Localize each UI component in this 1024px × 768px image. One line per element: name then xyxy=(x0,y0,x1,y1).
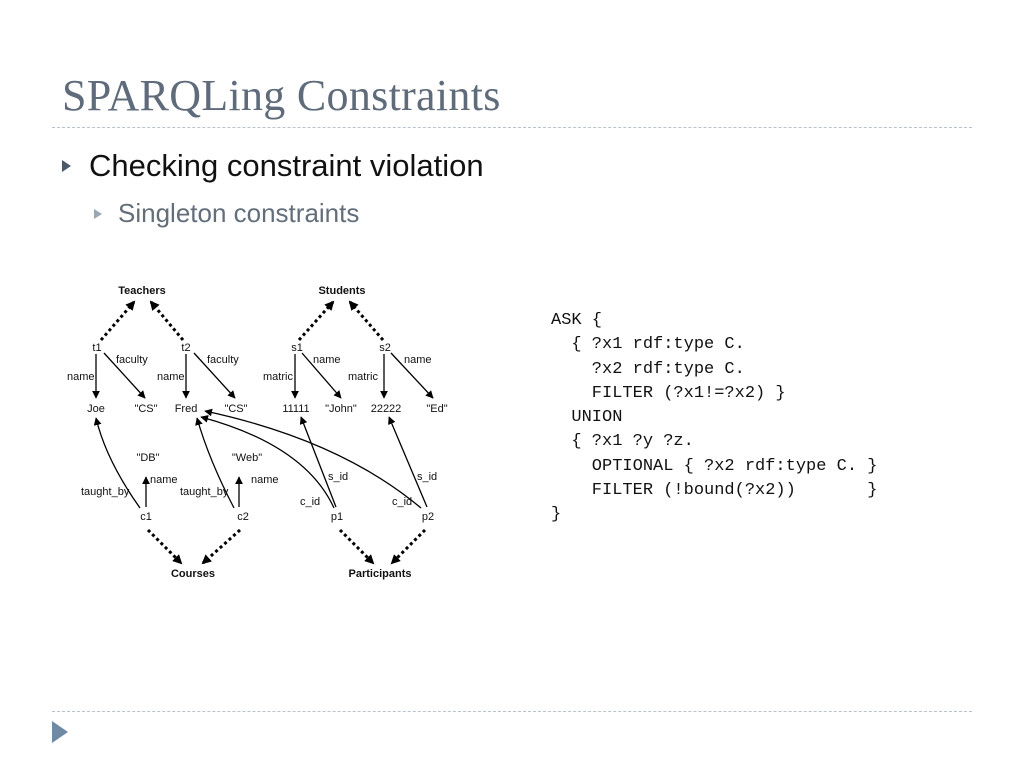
bullet-triangle-icon xyxy=(62,160,71,172)
node-11111: 11111 xyxy=(282,403,309,415)
type-edges xyxy=(99,300,427,565)
node-web: "Web" xyxy=(232,452,262,464)
edge-label-t1-name: name xyxy=(67,371,95,383)
node-john: "John" xyxy=(325,403,357,415)
edge-label-t2-name: name xyxy=(157,371,185,383)
next-slide-arrow-icon[interactable] xyxy=(52,721,68,743)
bullet-level-2: Singleton constraints xyxy=(94,198,359,229)
title-divider xyxy=(52,127,972,128)
code-line: { ?x1 rdf:type C. xyxy=(551,335,745,355)
property-edges xyxy=(92,352,434,509)
edge-label-p1-s-id: s_id xyxy=(328,471,348,483)
bullet-text-singleton: Singleton constraints xyxy=(118,198,360,228)
slide-title: SPARQLing Constraints xyxy=(62,71,501,120)
code-line: OPTIONAL { ?x2 rdf:type C. } xyxy=(551,456,878,476)
edge-label-s1-matric: matric xyxy=(263,371,293,383)
node-participants: Participants xyxy=(349,568,412,580)
sparql-query-code: ASK { { ?x1 rdf:type C. ?x2 rdf:type C. … xyxy=(551,309,877,528)
footer-divider xyxy=(52,711,972,712)
node-cs-2: "CS" xyxy=(224,403,247,415)
edge-label-t1-faculty: faculty xyxy=(116,354,148,366)
sub-bullet-triangle-icon xyxy=(94,208,102,219)
code-line: ASK { xyxy=(551,311,603,330)
edge-label-c1-taught-by: taught_by xyxy=(81,486,130,498)
node-cs-1: "CS" xyxy=(134,403,157,415)
node-ed: "Ed" xyxy=(426,403,447,415)
edge-label-p2-c-id: c_id xyxy=(392,496,412,508)
node-p2: p2 xyxy=(422,511,434,523)
node-db: "DB" xyxy=(136,452,159,464)
node-t2: t2 xyxy=(181,342,190,354)
edge-label-s2-matric: matric xyxy=(348,371,378,383)
node-p1: p1 xyxy=(331,511,343,523)
code-line: UNION xyxy=(551,408,623,428)
code-line: } xyxy=(551,505,562,525)
node-c2: c2 xyxy=(237,511,249,523)
bullet-level-1: Checking constraint violation xyxy=(62,148,484,184)
edge-label-t2-faculty: faculty xyxy=(207,354,239,366)
node-teachers: Teachers xyxy=(118,285,166,297)
code-line: { ?x1 ?y ?z. xyxy=(551,432,694,452)
edge-label-s1-name: name xyxy=(313,354,341,366)
node-22222: 22222 xyxy=(371,403,402,415)
edge-label-c2-taught-by: taught_by xyxy=(180,486,229,498)
node-c1: c1 xyxy=(140,511,152,523)
bullet-text-checking: Checking constraint violation xyxy=(89,148,484,183)
node-students: Students xyxy=(318,285,365,297)
edge-label-p2-s-id: s_id xyxy=(417,471,437,483)
node-s1: s1 xyxy=(291,342,303,354)
edge-label-s2-name: name xyxy=(404,354,432,366)
node-t1: t1 xyxy=(92,342,101,354)
node-courses: Courses xyxy=(171,568,215,580)
code-line: FILTER (?x1!=?x2) } xyxy=(551,383,786,403)
code-line: FILTER (!bound(?x2)) } xyxy=(551,481,878,501)
edge-label-c2-name: name xyxy=(251,474,279,486)
edge-label-p1-c-id: c_id xyxy=(300,496,320,508)
node-s2: s2 xyxy=(379,342,391,354)
node-fred: Fred xyxy=(175,403,198,415)
code-line: ?x2 rdf:type C. xyxy=(551,359,745,379)
edge-label-c1-name: name xyxy=(150,474,178,486)
node-joe: Joe xyxy=(87,403,105,415)
